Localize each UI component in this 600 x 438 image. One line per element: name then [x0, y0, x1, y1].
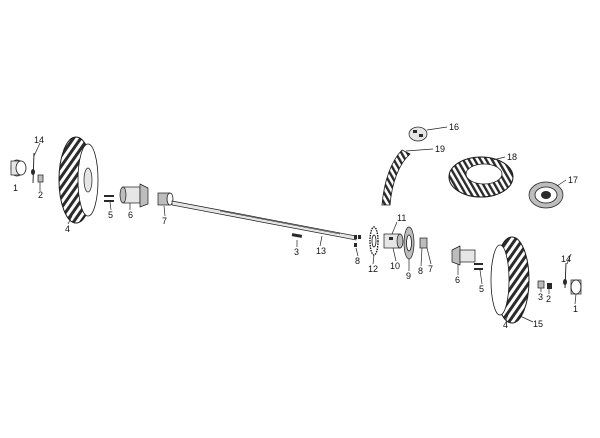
callout-11: 11	[397, 213, 406, 223]
callout-19: 19	[435, 144, 445, 154]
callout-7-right: 7	[428, 264, 433, 274]
callout-14-right: 14	[561, 254, 571, 264]
callout-8-b: 8	[418, 266, 423, 276]
callout-4-right: 4	[503, 320, 508, 330]
callout-9: 9	[406, 271, 411, 281]
right-wheel-studs	[474, 263, 483, 270]
leader-lines	[33, 126, 577, 323]
callout-14-left: 14	[34, 135, 44, 145]
right-hub-cap	[570, 279, 582, 295]
callout-18: 18	[507, 152, 517, 162]
left-tire	[58, 136, 99, 224]
callout-labels: 14 1 2 4 5 6 7 3 13 8 12 10 11 9 8 7 6 5…	[13, 122, 578, 330]
callout-16: 16	[449, 122, 459, 132]
callout-17: 17	[568, 175, 578, 185]
right-wheel-hub	[451, 245, 476, 266]
right-tire	[490, 236, 530, 324]
callout-8-a: 8	[355, 256, 360, 266]
callout-6-left: 6	[128, 210, 133, 220]
callout-1-right: 1	[573, 304, 578, 314]
callout-7-left: 7	[162, 216, 167, 226]
valve-kit	[408, 126, 428, 142]
drive-chain	[381, 149, 411, 206]
left-wheel-studs	[104, 195, 114, 202]
callout-15: 15	[533, 319, 543, 329]
rear-sprocket	[369, 226, 379, 256]
left-cotter-pin	[31, 152, 35, 184]
left-bearing	[157, 192, 174, 206]
callout-6-right: 6	[455, 275, 460, 285]
callout-2-right: 2	[546, 294, 551, 304]
left-hub-cap	[10, 159, 27, 177]
left-castle-nut	[37, 174, 44, 183]
callout-3-right: 3	[538, 292, 543, 302]
callout-3-mid: 3	[294, 247, 299, 257]
spare-tire	[448, 156, 514, 198]
callout-4-left: 4	[65, 224, 70, 234]
callout-5-left: 5	[108, 210, 113, 220]
callout-13: 13	[316, 246, 326, 256]
callout-12: 12	[368, 264, 378, 274]
right-castle-nut	[537, 280, 552, 289]
rear-axle-shaft	[171, 200, 357, 241]
disc-spacer	[419, 237, 428, 249]
callout-1-left: 1	[13, 183, 18, 193]
sprocket-hub	[383, 233, 404, 249]
left-wheel-hub	[119, 183, 149, 208]
brake-disc	[403, 226, 415, 260]
callout-2-left: 2	[38, 190, 43, 200]
center-nuts	[354, 235, 361, 247]
right-cotter-pin	[563, 262, 567, 289]
callout-5-right: 5	[479, 284, 484, 294]
wheel-rim	[528, 181, 564, 209]
callout-10: 10	[390, 261, 400, 271]
